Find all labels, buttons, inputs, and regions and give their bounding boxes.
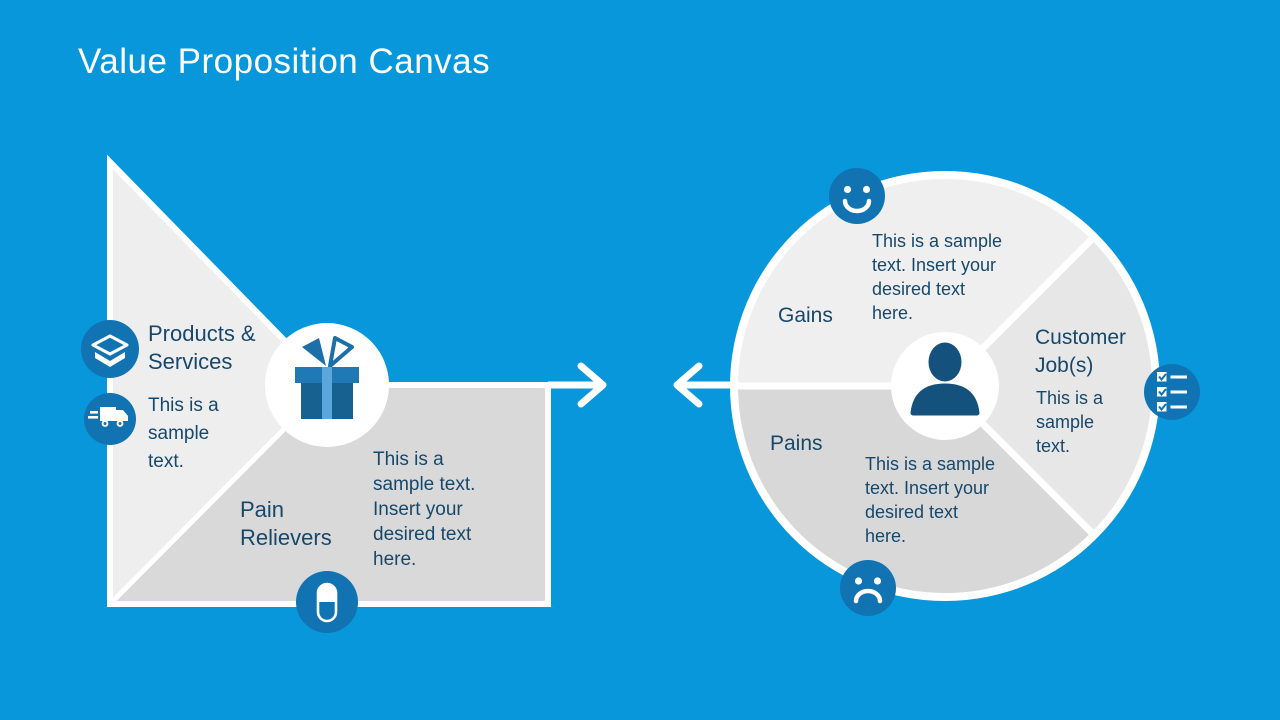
customer-jobs-sample-text: This is a sample text. <box>1036 388 1104 456</box>
products-services-label: Products & Services <box>148 321 256 374</box>
pains-sample-text: This is a sample text. Insert your desir… <box>865 454 996 546</box>
customer-jobs-sector <box>945 239 1153 533</box>
pain-relievers-sample-text: This is a sample text. Insert your desir… <box>373 449 476 570</box>
products-services-sample-text: This is a sample text. <box>148 395 219 472</box>
pill-icon <box>316 582 338 623</box>
customer-profile-figure <box>730 171 1160 601</box>
person-icon <box>910 342 980 416</box>
gains-sector <box>738 178 1092 386</box>
pain-relievers-label: Pain Relievers <box>240 497 332 550</box>
pains-label: Pains <box>770 432 823 455</box>
sad-face-badge <box>840 560 896 616</box>
right-arrow-icon <box>548 362 607 408</box>
gift-badge <box>265 323 389 447</box>
checklist-badge <box>1144 364 1200 420</box>
pill-badge <box>296 571 358 633</box>
sad-face-icon <box>853 577 883 604</box>
left-arrow-icon <box>673 362 739 408</box>
page-title: Value Proposition Canvas <box>78 42 491 81</box>
customer-jobs-label: Customer Job(s) <box>1035 326 1127 377</box>
delivery-truck-icon <box>88 407 128 427</box>
delivery-truck-badge <box>84 393 136 445</box>
pains-sector <box>738 386 1092 594</box>
open-box-badge <box>81 320 139 378</box>
gains-sample-text: This is a sample text. Insert your desir… <box>872 231 1003 323</box>
checklist-icon <box>1157 372 1187 412</box>
smiley-icon <box>842 185 872 214</box>
smiley-badge <box>829 168 885 224</box>
gift-icon <box>295 336 359 419</box>
gains-label: Gains <box>778 304 833 327</box>
open-box-icon <box>91 334 129 367</box>
